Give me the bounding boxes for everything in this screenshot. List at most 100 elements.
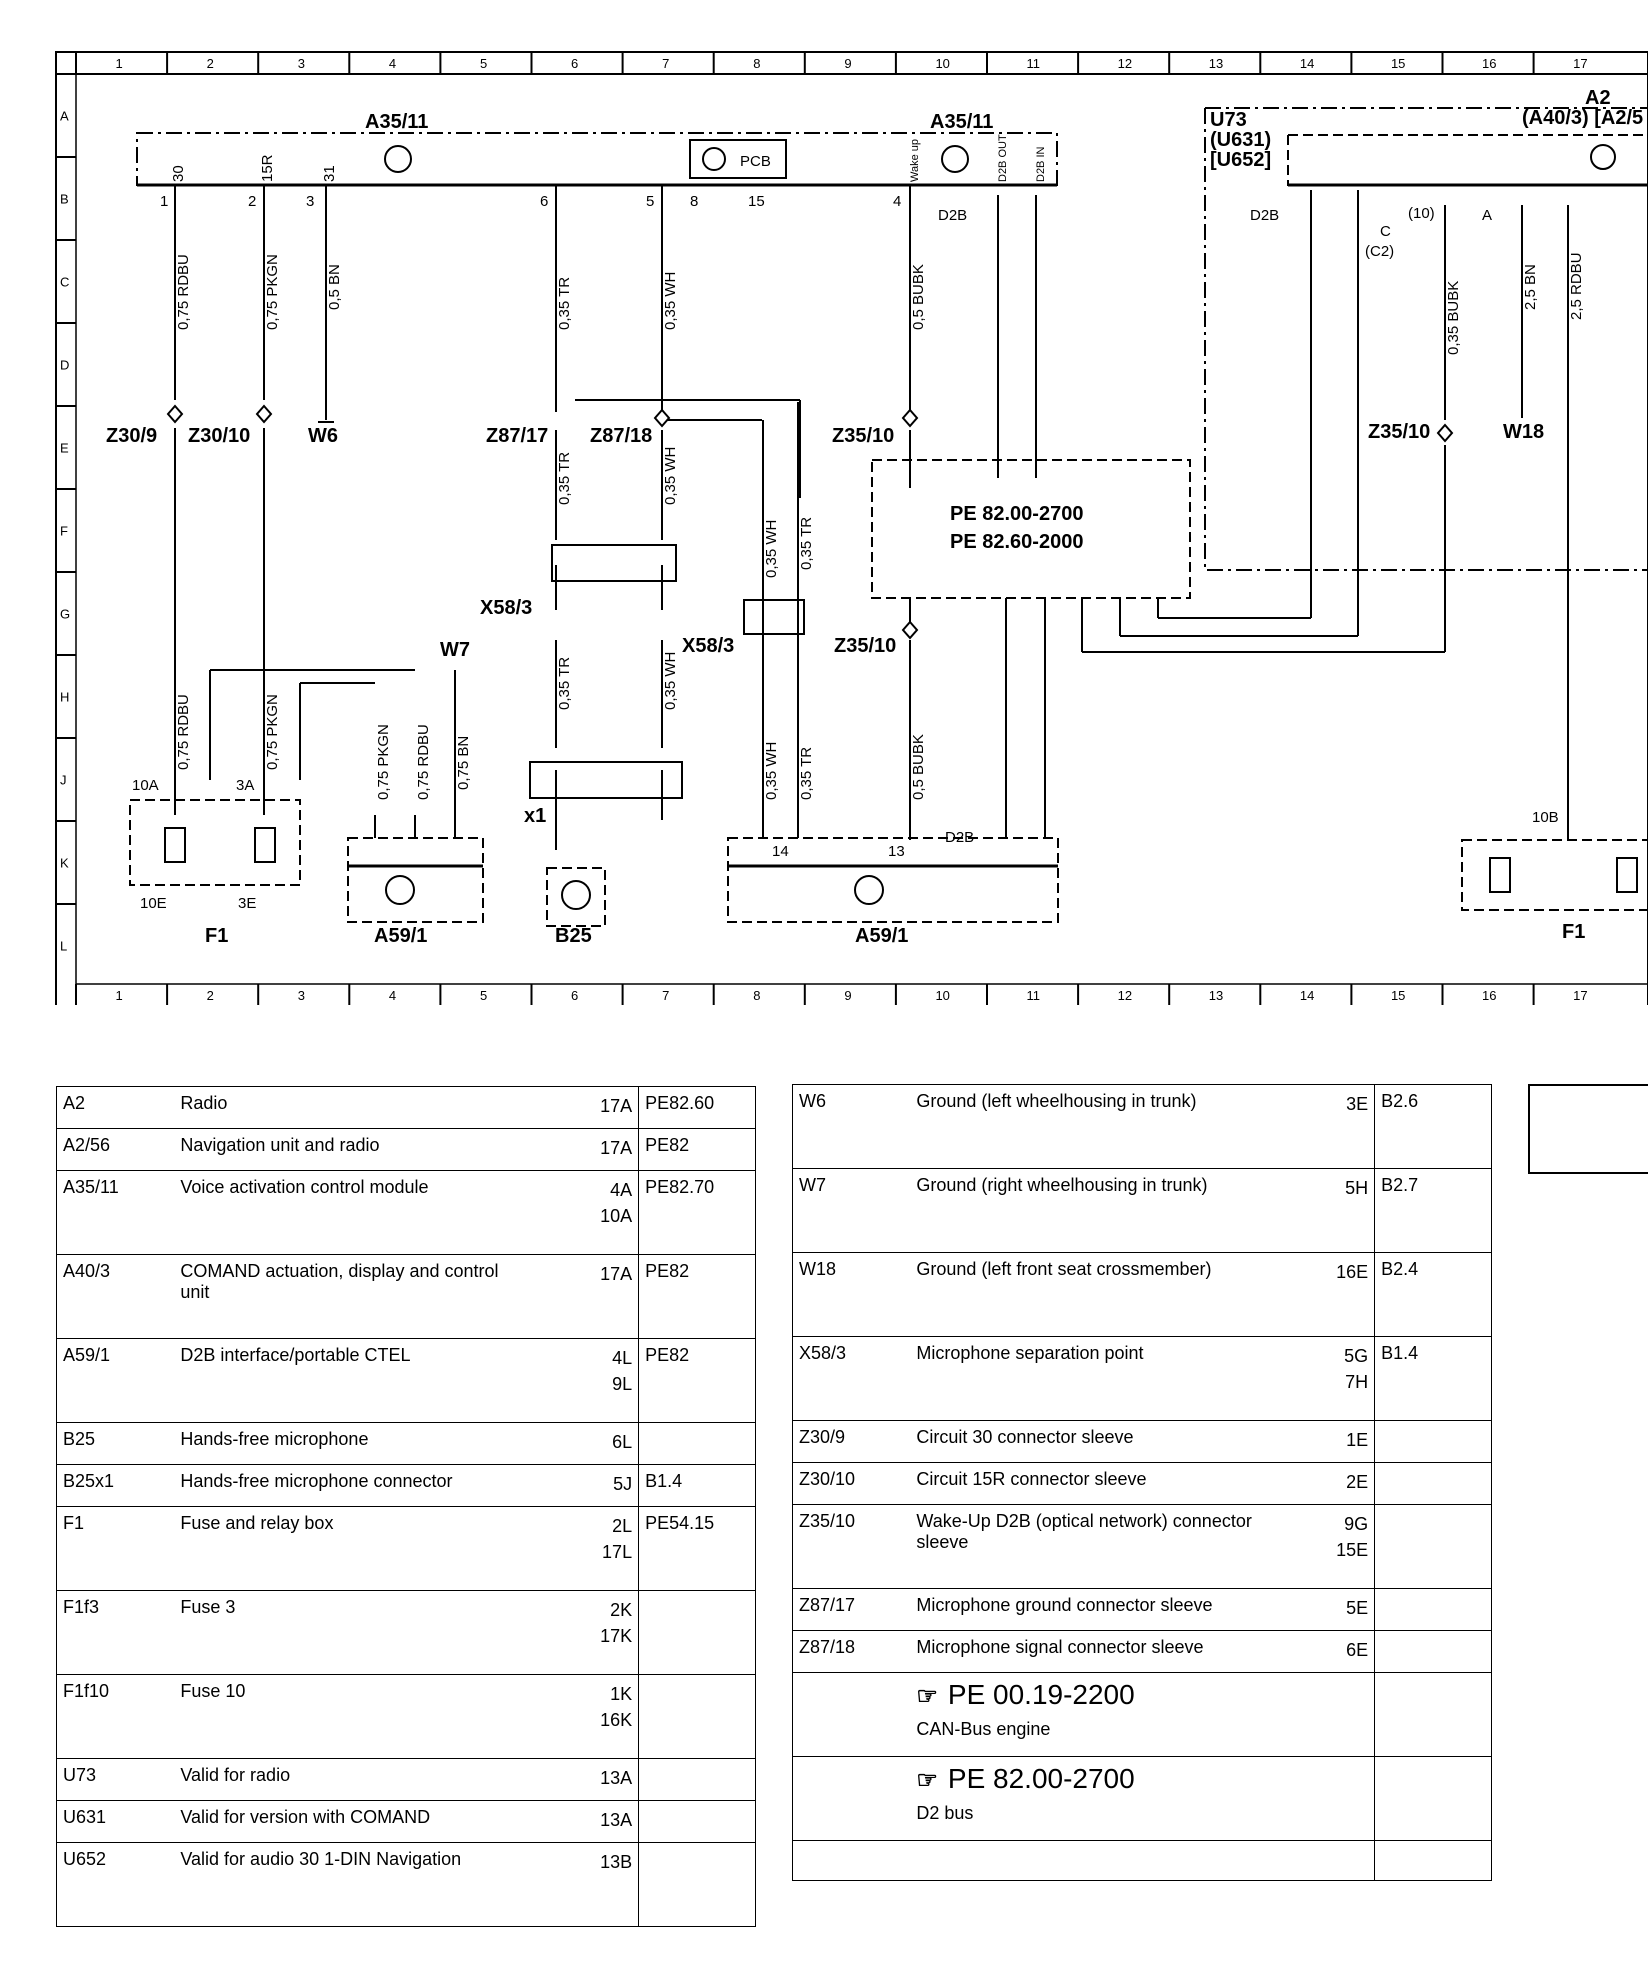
legend-code: W18 xyxy=(792,1252,911,1337)
legend-ref xyxy=(1374,1504,1492,1589)
legend-desc: Navigation unit and radio xyxy=(174,1128,529,1171)
legend-desc: Valid for radio xyxy=(174,1758,529,1801)
legend-ref xyxy=(638,1758,756,1801)
wire-label: 0,35 WH xyxy=(763,520,780,578)
legend-code: U73 xyxy=(56,1758,175,1801)
legend-ref-cell xyxy=(1374,1756,1492,1841)
legend-desc: Wake-Up D2B (optical network) connector … xyxy=(910,1504,1265,1589)
legend-code: U652 xyxy=(56,1842,175,1927)
legend-code: A35/11 xyxy=(56,1170,175,1255)
legend-code: B25 xyxy=(56,1422,175,1465)
pin-label: 10E xyxy=(140,895,167,912)
legend-desc: Fuse and relay box xyxy=(174,1506,529,1591)
label-ten: (10) xyxy=(1408,205,1435,222)
wire-label: 0,75 PKGN xyxy=(264,254,281,330)
grid-column-label: 16 xyxy=(1482,988,1496,1003)
wire-label: 0,35 BUBK xyxy=(1445,281,1462,355)
legend-ref xyxy=(1374,1462,1492,1505)
pin-label: 8 xyxy=(690,193,698,210)
grid-column-label: 13 xyxy=(1209,56,1223,71)
wire-label: 0,75 RDBU xyxy=(415,724,432,800)
wire-label: 0,75 RDBU xyxy=(175,254,192,330)
grid-column-label: 9 xyxy=(844,988,851,1003)
label-f1-left: F1 xyxy=(205,925,228,947)
wire-label: 2,5 BN xyxy=(1522,264,1539,310)
legend-ref xyxy=(638,1674,756,1759)
grid-column-label: 16 xyxy=(1482,56,1496,71)
label-d2b-a: D2B xyxy=(938,207,967,224)
legend-code: U631 xyxy=(56,1800,175,1843)
pin-label: 3A xyxy=(236,777,254,794)
legend-loc: 13A xyxy=(528,1758,640,1801)
legend-code: W7 xyxy=(792,1168,911,1253)
legend-ref-code: PE 82.00-2700 xyxy=(947,1763,1135,1794)
grid-column-label: 5 xyxy=(480,988,487,1003)
pin-label: 10A xyxy=(132,777,159,794)
legend-ref: PE82 xyxy=(638,1128,756,1171)
grid-row-label: E xyxy=(60,441,69,456)
legend-desc: Microphone ground connector sleeve xyxy=(910,1588,1265,1631)
legend-desc: Voice activation control module xyxy=(174,1170,529,1255)
label-d2b-c: D2B xyxy=(945,829,974,846)
legend-ref xyxy=(638,1842,756,1927)
label-z30-10: Z30/10 xyxy=(188,425,250,447)
grid-column-label: 17 xyxy=(1573,56,1587,71)
legend-loc: 5J xyxy=(528,1464,640,1507)
label-a59-1-a: A59/1 xyxy=(374,925,427,947)
wire-label: 0,5 BUBK xyxy=(910,734,927,800)
label-u631: (U631) xyxy=(1210,129,1271,151)
label-u652: [U652] xyxy=(1210,149,1271,171)
legend-ref xyxy=(1374,1630,1492,1673)
grid-column-label: 6 xyxy=(571,56,578,71)
label-a35-11-left: A35/11 xyxy=(365,111,428,133)
legend-desc: Radio xyxy=(174,1086,529,1129)
label-a2-alt: (A40/3) [A2/5 xyxy=(1522,107,1643,129)
legend-ref xyxy=(638,1422,756,1465)
label-z30-9: Z30/9 xyxy=(106,425,157,447)
legend-ref xyxy=(1374,1420,1492,1463)
legend-code: W6 xyxy=(792,1084,911,1169)
label-x58-3-a: X58/3 xyxy=(480,597,532,619)
label-pe-1: PE 82.00-2700 xyxy=(950,503,1083,525)
grid-column-label: 12 xyxy=(1118,56,1132,71)
legend-empty-cell xyxy=(910,1840,1265,1881)
grid-column-label: 12 xyxy=(1118,988,1132,1003)
legend-loc: 5H xyxy=(1264,1168,1376,1253)
legend-desc: Circuit 15R connector sleeve xyxy=(910,1462,1265,1505)
legend-code xyxy=(792,1756,911,1841)
wire-label: 0,75 PKGN xyxy=(375,724,392,800)
legend-desc: Hands-free microphone xyxy=(174,1422,529,1465)
grid-column-label: 13 xyxy=(1209,988,1223,1003)
label-a-pin: A xyxy=(1482,207,1492,224)
grid-row-label: B xyxy=(60,192,69,207)
label-pcb: PCB xyxy=(740,153,771,170)
legend-ref xyxy=(638,1590,756,1675)
grid-column-label: 9 xyxy=(844,56,851,71)
grid-column-label: 6 xyxy=(571,988,578,1003)
legend-ref: B1.4 xyxy=(638,1464,756,1507)
legend-ref: PE54.15 xyxy=(638,1506,756,1591)
legend-loc: 5E xyxy=(1264,1588,1376,1631)
legend-ref xyxy=(1374,1588,1492,1631)
legend-code: A2 xyxy=(56,1086,175,1129)
legend-ref-desc: D2 bus xyxy=(916,1803,974,1823)
legend-ref-code: PE 00.19-2200 xyxy=(947,1679,1135,1710)
wire-label: 2,5 RDBU xyxy=(1568,252,1585,320)
legend-empty-cell xyxy=(1264,1840,1376,1881)
